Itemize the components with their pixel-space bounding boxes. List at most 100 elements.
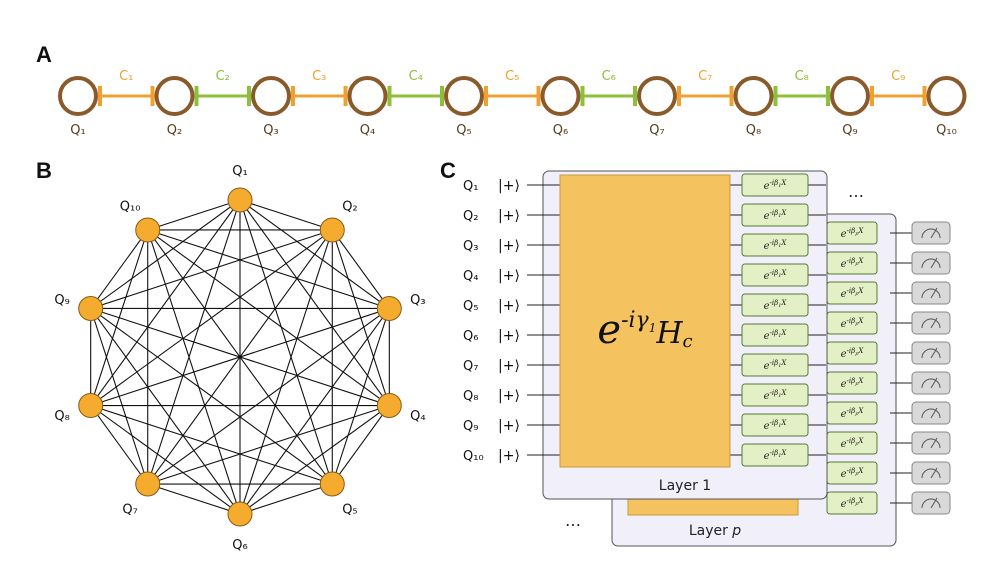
graph-edge: [90, 229, 149, 406]
circuit-qubit-label: Q₁₀: [463, 449, 484, 464]
meter-needle-icon: [930, 437, 938, 449]
mixer-p-label: e-iβpX: [841, 287, 865, 300]
init-state: |+⟩: [498, 328, 520, 344]
circuit-qubit-label: Q₂: [463, 209, 478, 224]
graph-node: [319, 471, 345, 497]
graph-node-label: Q₂: [342, 200, 357, 215]
meter-needle-icon: [930, 257, 938, 269]
measurement-box: [911, 431, 951, 455]
mixer-1-label: e-iβ1X: [764, 179, 788, 192]
measurement-box: [911, 341, 951, 365]
layer-p-var: p: [731, 523, 741, 539]
coupler-label: C₅: [505, 69, 519, 84]
mixer-1-label: e-iβ1X: [764, 209, 788, 222]
graph-edge: [147, 229, 241, 515]
mixer-1-gate: [741, 293, 809, 317]
meter-arc-icon: [921, 228, 941, 239]
init-state: |+⟩: [498, 208, 520, 224]
mixer-1-gate: [741, 413, 809, 437]
qubit-node: [830, 76, 870, 116]
qubit-node: [926, 76, 967, 116]
graph-node: [376, 295, 402, 321]
mixer-p-label: e-iβpX: [841, 407, 865, 420]
graph-node-label: Q₃: [410, 293, 425, 308]
meter-arc-icon: [921, 438, 941, 449]
qubit-label: Q₄: [360, 123, 375, 138]
qubit-label: Q₇: [649, 123, 664, 138]
measurement-box: [911, 491, 951, 515]
measurement-box: [911, 401, 951, 425]
mixer-1-gate: [741, 233, 809, 257]
circuit-qubit-label: Q₄: [463, 269, 478, 284]
graph-node-label: Q₄: [410, 409, 425, 424]
layer-p-prefix: Layer: [689, 523, 732, 539]
graph-node-label: Q₆: [232, 538, 247, 553]
mixer-1-gate: [741, 323, 809, 347]
measurement-box: [911, 461, 951, 485]
mixer-1-label: e-iβ1X: [764, 389, 788, 402]
coupler-label: C₃: [312, 69, 326, 84]
measurement-box: [911, 371, 951, 395]
graph-edge: [331, 229, 390, 309]
graph-edge: [90, 308, 149, 485]
meter-needle-icon: [930, 317, 938, 329]
ellipsis-top: …: [848, 182, 864, 201]
meter-needle-icon: [930, 497, 938, 509]
meter-arc-icon: [921, 468, 941, 479]
graph-edge: [331, 405, 390, 485]
circuit-qubit-label: Q₁: [463, 179, 478, 194]
mixer-1-gate: [741, 443, 809, 467]
qaoa-circuit: Layer pe-iβpXe-iβpXe-iβpXe-iβpXe-iβpXe-i…: [463, 170, 951, 547]
graph-edge: [90, 229, 333, 310]
layer-1-label: Layer 1: [659, 478, 711, 494]
graph-edge: [239, 199, 390, 406]
qubit-label: Q₂: [167, 123, 182, 138]
init-state: |+⟩: [498, 268, 520, 284]
meter-arc-icon: [921, 288, 941, 299]
graph-edge: [90, 229, 149, 309]
mixer-1-gate: [741, 383, 809, 407]
mixer-p-label: e-iβpX: [841, 257, 865, 270]
graph-node-label: Q₉: [54, 293, 69, 308]
qubit-node: [444, 76, 484, 116]
mixer-p-label: e-iβpX: [841, 377, 865, 390]
qubit-node: [540, 76, 581, 116]
mixer-1-label: e-iβ1X: [764, 269, 788, 282]
graph-node-label: Q₁₀: [120, 200, 141, 215]
mixer-1-label: e-iβ1X: [764, 329, 788, 342]
coupler-label: C₄: [409, 69, 423, 84]
panel-label-a: A: [36, 42, 52, 67]
init-state: |+⟩: [498, 238, 520, 254]
qubit-node: [58, 76, 98, 116]
graph-edge: [239, 199, 333, 231]
qubit-label: Q₈: [746, 123, 761, 138]
qubit-node: [154, 76, 195, 116]
cost-unitary-label: e-iγ1Hc: [597, 307, 692, 353]
layer-p-label: Layer p: [689, 523, 741, 539]
graph-edge: [147, 229, 333, 485]
coupler-label: C₇: [698, 69, 712, 84]
circuit-qubit-label: Q₆: [463, 329, 478, 344]
mixer-p-gate: [826, 491, 878, 515]
meter-needle-icon: [930, 467, 938, 479]
graph-edge: [147, 483, 241, 515]
meter-arc-icon: [921, 258, 941, 269]
graph-edge: [90, 199, 241, 406]
qubit-node: [347, 76, 388, 116]
graph-edge: [90, 404, 333, 485]
qubit-node: [251, 76, 291, 116]
mixer-1-label: e-iβ1X: [764, 449, 788, 462]
init-state: |+⟩: [498, 388, 520, 404]
meter-needle-icon: [930, 287, 938, 299]
graph-edge: [147, 404, 390, 485]
qubit-label: Q₉: [842, 123, 857, 138]
panel-label-c: C: [440, 158, 456, 183]
mixer-1-label: e-iβ1X: [764, 359, 788, 372]
qubit-label: Q₅: [456, 123, 471, 138]
measurement-box: [911, 251, 951, 275]
measurement-box: [911, 311, 951, 335]
circuit-qubit-label: Q₈: [463, 389, 478, 404]
meter-arc-icon: [921, 408, 941, 419]
